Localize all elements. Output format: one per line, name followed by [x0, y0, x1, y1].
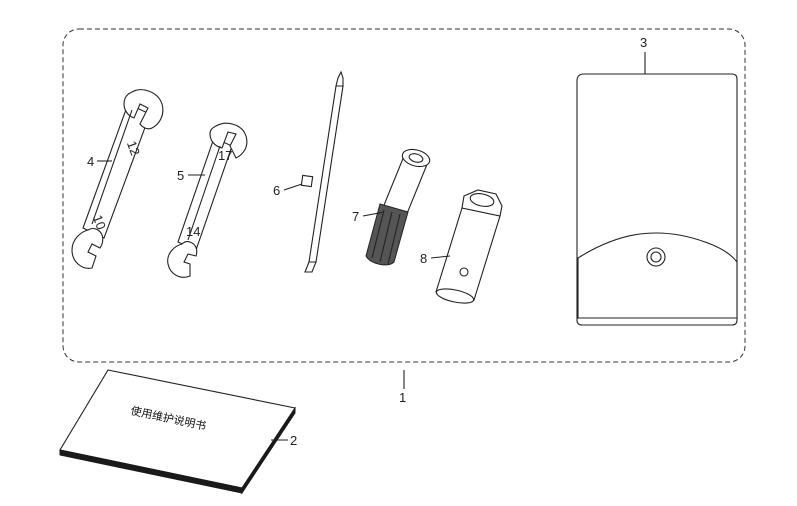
large-wrench-size-bottom: 10 [90, 213, 109, 232]
socket-handle [365, 148, 431, 266]
large-wrench: 12 10 [71, 89, 164, 269]
tool-kit-boundary [62, 28, 746, 363]
leader-lines [97, 52, 646, 441]
callout-1: 1 [399, 390, 406, 405]
large-wrench-size-top: 12 [124, 139, 143, 158]
callout-7: 7 [352, 209, 359, 224]
screwdriver [300, 70, 344, 273]
callout-5: 5 [177, 168, 184, 183]
small-wrench-size-bottom: 14 [186, 224, 200, 239]
callout-8: 8 [420, 251, 427, 266]
callout-6: 6 [273, 183, 280, 198]
callout-4: 4 [87, 154, 94, 169]
small-wrench-size-top: 17 [218, 148, 232, 163]
callout-3: 3 [640, 35, 647, 50]
tool-pouch [576, 73, 738, 326]
callout-2: 2 [290, 433, 297, 448]
user-manual: 使用维护说明书 [59, 369, 296, 495]
small-wrench: 17 14 [167, 122, 248, 278]
spark-plug-socket [435, 189, 503, 304]
